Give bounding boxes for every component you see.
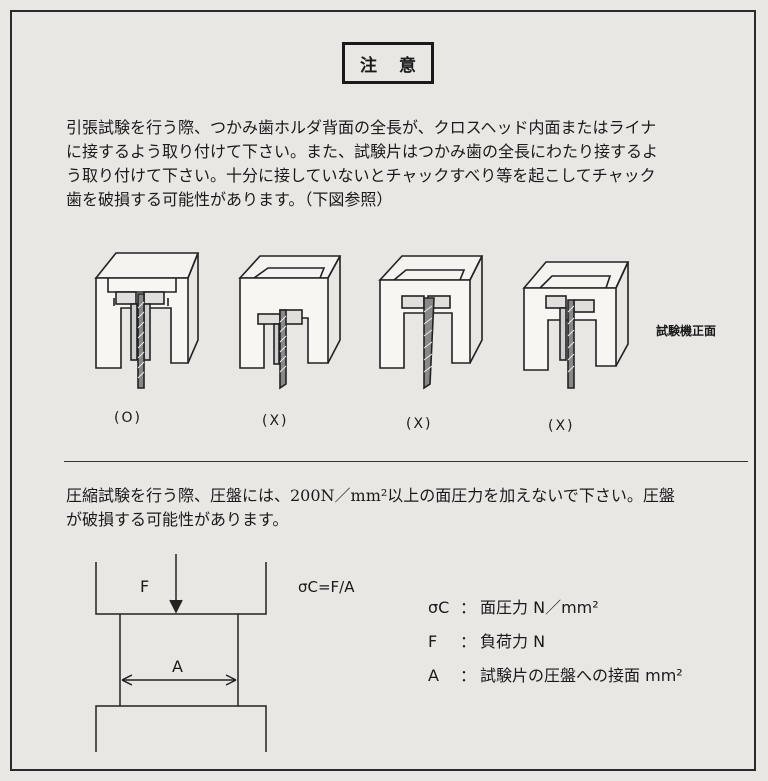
section-divider: [64, 461, 748, 462]
compression-test-note: 圧縮試験を行う際、圧盤には、200N／mm²以上の面圧力を加えないで下さい。圧盤…: [66, 486, 675, 529]
grip-figure-wrong-2: [378, 255, 484, 390]
legend-stress: σC ：面圧力 N／mm²: [428, 594, 599, 618]
grip-figure-wrong-1: [238, 255, 342, 390]
legend-text: 負荷力 N: [480, 632, 546, 651]
legend-text: 面圧力 N／mm²: [480, 598, 599, 617]
figure-label-correct: (O): [114, 410, 142, 426]
figure-label-wrong-3: (X): [548, 418, 575, 434]
legend-colon: ：: [460, 632, 477, 651]
caution-title: 注 意: [342, 42, 434, 84]
legend-colon: ：: [460, 598, 477, 617]
legend-area: A ：試験片の圧盤への接面 mm²: [428, 662, 683, 686]
legend-symbol: σC: [428, 598, 450, 617]
page-frame: [10, 10, 756, 771]
compression-diagram: F A: [95, 554, 267, 752]
force-label: F: [140, 577, 149, 596]
legend-symbol: A: [428, 666, 439, 685]
area-label: A: [172, 657, 183, 676]
legend-symbol: F: [428, 632, 438, 651]
grip-figure-wrong-3: [522, 261, 630, 389]
grip-figure-correct: [94, 252, 200, 389]
figure-label-wrong-2: (X): [406, 416, 433, 432]
legend-text: 試験片の圧盤への接面 mm²: [480, 666, 683, 685]
figure-label-wrong-1: (X): [262, 413, 289, 429]
tensile-test-note: 引張試験を行う際、つかみ歯ホルダ背面の全長が、クロスヘッド内面またはライナに接す…: [66, 118, 659, 209]
legend-force: F ：負荷力 N: [428, 628, 545, 652]
machine-front-label: 試験機正面: [656, 324, 717, 338]
stress-formula: σC=F/A: [298, 578, 355, 596]
legend-colon: ：: [460, 666, 477, 685]
